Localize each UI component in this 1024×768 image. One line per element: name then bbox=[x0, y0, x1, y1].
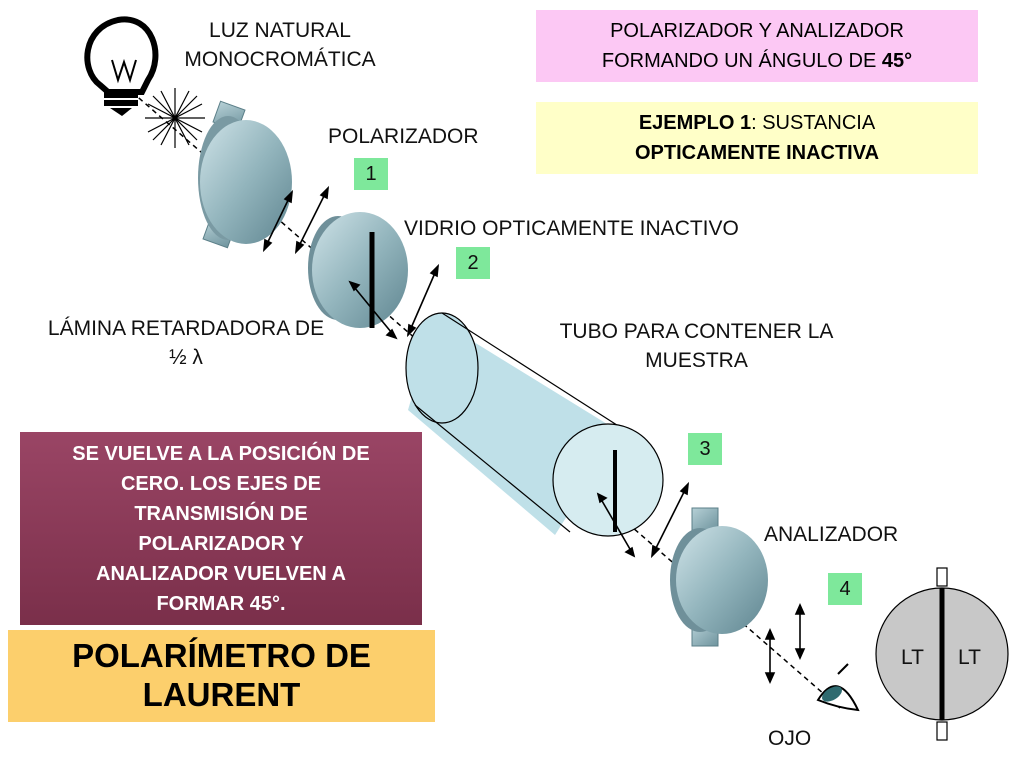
badge-4: 4 bbox=[828, 573, 862, 605]
analyzer-label: ANALIZADOR bbox=[764, 523, 899, 546]
badge-3: 3 bbox=[688, 433, 722, 465]
sample-tube bbox=[405, 312, 664, 537]
polarizer-element bbox=[198, 100, 292, 249]
polarizer-label: POLARIZADOR bbox=[328, 125, 479, 148]
badge-2: 2 bbox=[456, 247, 490, 279]
light-bulb-icon bbox=[84, 16, 159, 116]
analyzer-element bbox=[670, 507, 768, 647]
tube-label: TUBO PARA CONTENER LA MUESTRA bbox=[559, 320, 834, 373]
light-source-label: LUZ NATURAL MONOCROMÁTICA bbox=[184, 19, 376, 72]
eye-icon bbox=[816, 663, 860, 712]
badge-1: 1 bbox=[354, 158, 388, 190]
note-box: SE VUELVE A LA POSICIÓN DE CERO. LOS EJE… bbox=[20, 432, 422, 625]
main-title: POLARÍMETRO DE LAURENT bbox=[8, 630, 435, 722]
unpolarized-light-icon bbox=[145, 88, 205, 148]
field-left-label: LT bbox=[901, 646, 924, 669]
polarization-arrows bbox=[262, 185, 806, 684]
glass-label: VIDRIO OPTICAMENTE INACTIVO bbox=[404, 217, 739, 240]
half-wave-plate-element bbox=[308, 212, 408, 328]
field-of-view bbox=[875, 567, 1009, 741]
half-wave-plate-label: LÁMINA RETARDADORA DE ½ λ bbox=[47, 317, 325, 370]
example-box: EJEMPLO 1: SUSTANCIA OPTICAMENTE INACTIV… bbox=[536, 102, 978, 174]
angle-title-box: POLARIZADOR Y ANALIZADOR FORMANDO UN ÁNG… bbox=[536, 10, 978, 82]
field-right-label: LT bbox=[958, 646, 981, 669]
eye-label: OJO bbox=[768, 727, 812, 750]
